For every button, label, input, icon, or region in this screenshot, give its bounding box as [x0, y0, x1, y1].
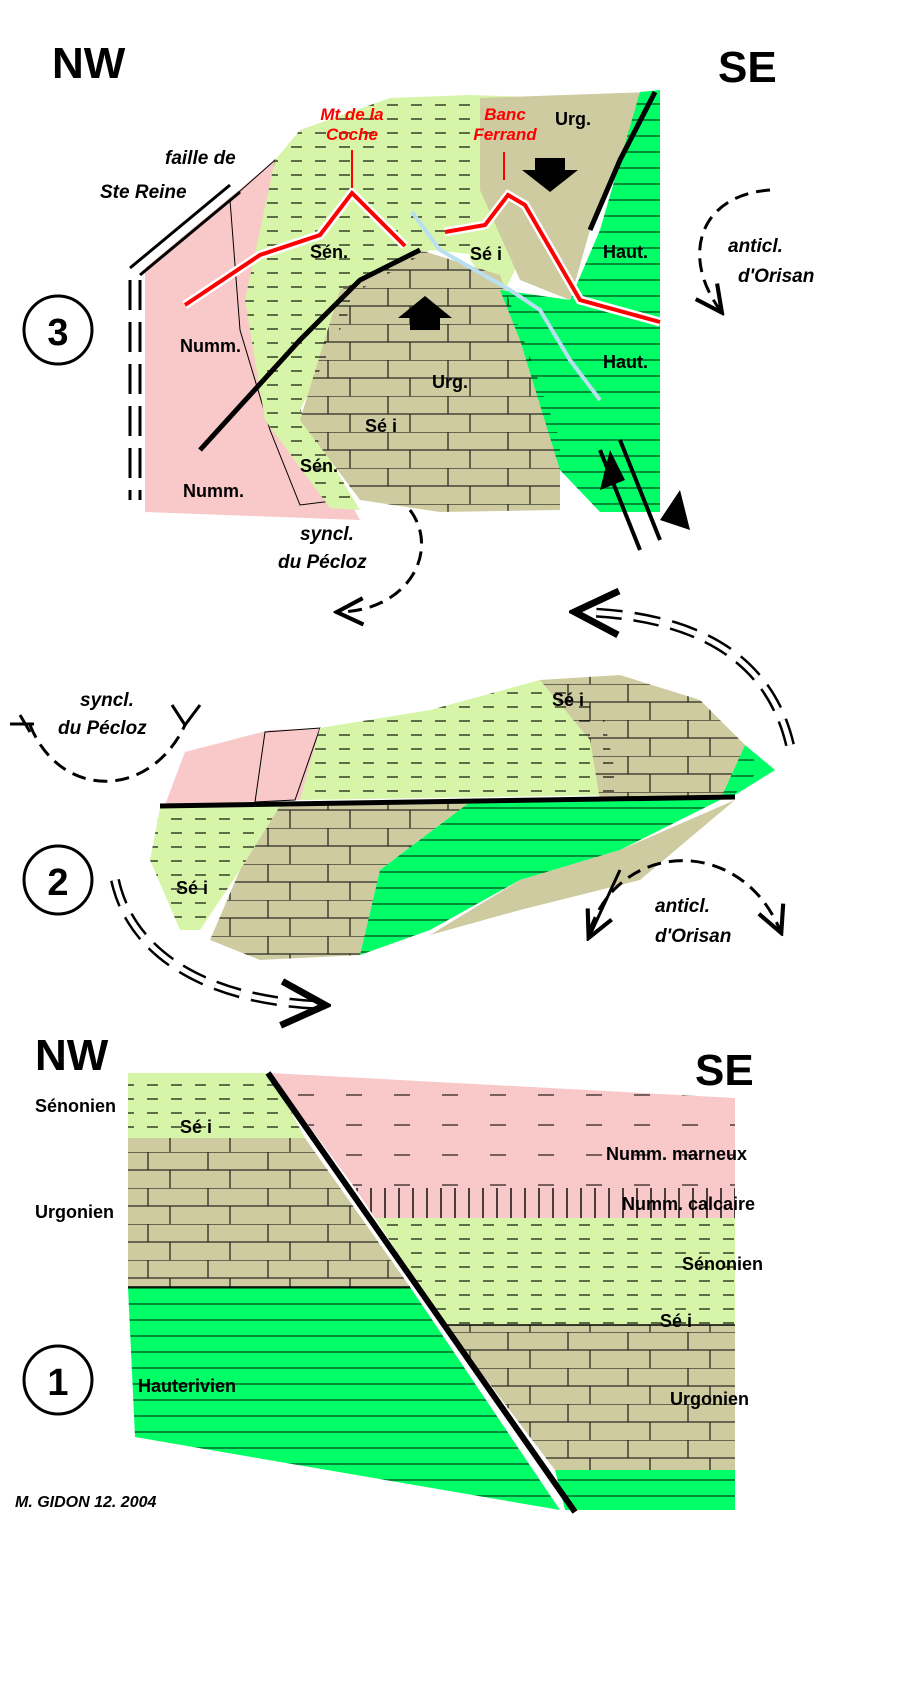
s3-up-arrow-icon [398, 296, 452, 330]
s3-label-urg-top: Urg. [555, 109, 591, 129]
s2-thrust-fault [159, 794, 736, 809]
s1-label-urgonien-left: Urgonien [35, 1202, 114, 1222]
stage-2-block: 2 syncl. du Pécloz anticl. d'Orisan Sé i… [10, 612, 795, 1005]
s3-label-haut-mid: Haut. [603, 352, 648, 372]
s3-sereine-fault [587, 90, 658, 231]
s3-label-sei-top: Sé i [470, 244, 502, 264]
s1-label-senonien-left: Sénonien [35, 1096, 116, 1116]
s3-syncline-arrow [340, 509, 423, 612]
s2-calcaire-band [254, 727, 321, 803]
s3-number-circle [22, 294, 94, 366]
s2-number-circle [22, 844, 94, 916]
s1-nw-label: NW [35, 1031, 109, 1080]
s1-label-urgonien-right: Urgonien [670, 1389, 749, 1409]
s1-se-label: SE [695, 1046, 754, 1095]
s2-syncline-line2: du Pécloz [58, 718, 147, 739]
stage-3-block: NW SE 3 Mt de la Coche Banc Ferrand fail… [22, 39, 814, 612]
s3-nw-label: NW [52, 39, 126, 88]
s3-anticline-line2: d'Orisan [738, 266, 814, 287]
s3-urgonien-top-layer [480, 92, 650, 300]
s2-syncline-curve [28, 724, 187, 783]
s1-label-senonien-right: Sénonien [682, 1254, 763, 1274]
s1-label-sei-left: Sé i [180, 1117, 212, 1137]
s3-crest-line-right [444, 192, 661, 324]
s1-label-sei-right: Sé i [660, 1311, 692, 1331]
s3-label-numm-mid: Numm. [180, 336, 241, 356]
s1-number: 1 [47, 1362, 68, 1404]
s3-peak2-line1: Banc [484, 105, 526, 124]
s3-fault-line1: faille de [165, 148, 236, 169]
author-credit: M. GIDON 12. 2004 [15, 1494, 156, 1511]
s3-syncline-line1: syncl. [300, 524, 354, 545]
s1-label-numm-calcaire: Numm. calcaire [622, 1194, 755, 1214]
s3-syncline-line2: du Pécloz [278, 552, 367, 573]
s2-number: 2 [47, 862, 68, 904]
s2-anticline-line1: anticl. [655, 896, 710, 917]
s3-peak1-line2: Coche [326, 125, 378, 144]
s1-number-circle [22, 1344, 94, 1416]
s3-label-sen-low: Sén. [300, 456, 338, 476]
s3-fault-line2: Ste Reine [100, 182, 187, 203]
s2-syncline-line1: syncl. [80, 690, 134, 711]
s3-down-arrow-icon [522, 158, 578, 192]
s1-normal-fault [265, 1071, 578, 1514]
s3-se-label: SE [718, 43, 777, 92]
s3-thrust-fault [198, 247, 422, 452]
s3-stream [410, 210, 602, 402]
s3-label-haut-top: Haut. [603, 242, 648, 262]
s2-urgonien-bottom [430, 800, 735, 935]
s3-label-sei-mid: Sé i [365, 416, 397, 436]
s1-label-numm-marneux: Numm. marneux [606, 1144, 747, 1164]
s2-anticline-line2: d'Orisan [655, 926, 731, 947]
s3-anticline-line1: anticl. [728, 236, 783, 257]
s3-peak1-line1: Mt de la [320, 105, 383, 124]
s3-peak2-line2: Ferrand [473, 125, 537, 144]
s3-label-urg-mid: Urg. [432, 372, 468, 392]
stage-1-block: 1 NW SE Sénonien Sé i Urgonien Hauterivi… [22, 1031, 763, 1514]
s3-number: 3 [47, 312, 68, 354]
s3-label-sen-top: Sén. [310, 242, 348, 262]
s1-label-hauterivien: Hauterivien [138, 1376, 236, 1396]
s3-anticline-arrow [700, 188, 771, 310]
s2-label-sei-left: Sé i [176, 878, 208, 898]
s3-label-numm-low: Numm. [183, 481, 244, 501]
s2-label-sei-top: Sé i [552, 690, 584, 710]
